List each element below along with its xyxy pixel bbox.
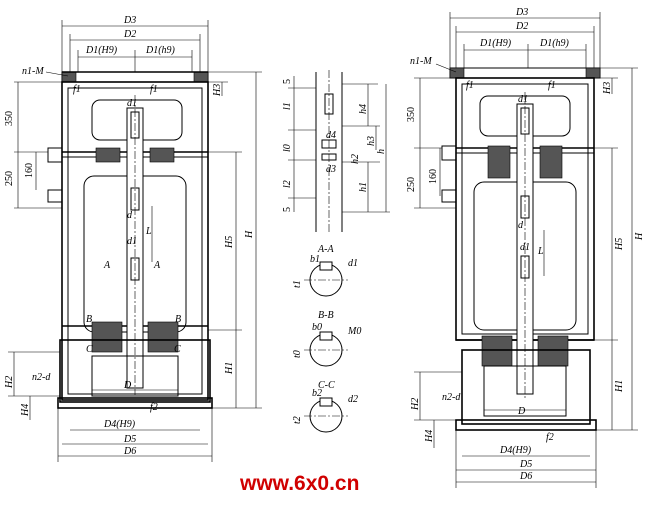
left-d3-label: D3 xyxy=(123,15,136,26)
left-B-right: B xyxy=(175,314,181,325)
mid-h1: h1 xyxy=(358,182,369,192)
left-top-dimensions xyxy=(61,20,209,78)
right-view: D3 D2 D1(H9) D1(h9) n1-M f1 f1 xyxy=(406,7,645,488)
right-d3-label: D3 xyxy=(515,7,528,18)
left-160-label: 160 xyxy=(24,163,35,178)
mid-l2: l2 xyxy=(282,180,293,188)
left-d1-h9-label: D1(H9) xyxy=(85,45,118,56)
mid-d2: d2 xyxy=(348,394,358,405)
right-350-label: 350 xyxy=(406,107,417,122)
mid-l0: l0 xyxy=(282,144,293,152)
right-d1-top-label: d1 xyxy=(518,94,528,105)
left-D-label: D xyxy=(123,380,132,391)
right-d-label: d xyxy=(518,220,524,231)
mid-l1: l1 xyxy=(282,102,293,110)
left-250-label: 250 xyxy=(4,171,15,186)
left-n2-label: n2-d xyxy=(32,372,51,383)
left-d-label: d xyxy=(127,210,133,221)
left-B-left: B xyxy=(86,314,92,325)
left-C-right: C xyxy=(174,344,181,355)
left-d1-h9-shaft-label: D1(h9) xyxy=(145,45,176,56)
right-h-label: H xyxy=(634,232,645,241)
right-250-label: 250 xyxy=(406,177,417,192)
left-h4-label: H4 xyxy=(20,404,31,417)
right-L-label: L xyxy=(537,246,544,257)
watermark-text: www.6x0.cn xyxy=(239,472,359,495)
mid-h3: h3 xyxy=(366,136,377,146)
mid-b1: b1 xyxy=(310,254,320,265)
left-f2-label: f2 xyxy=(150,402,158,413)
mid-t0: t0 xyxy=(292,350,303,358)
mid-h: h xyxy=(376,149,387,154)
right-d1-mid-label: d1 xyxy=(520,242,530,253)
left-h5-label: H5 xyxy=(224,236,235,249)
right-f2-label: f2 xyxy=(546,432,554,443)
right-n1-label: n1-M xyxy=(410,56,432,67)
left-view: D3 D2 D1(H9) D1(h9) n1-M f1 f1 xyxy=(4,15,262,462)
left-h-label: H xyxy=(244,230,255,239)
left-d1-mid-label: d1 xyxy=(127,236,137,247)
mid-d4: d4 xyxy=(326,130,336,141)
mid-h2: h2 xyxy=(350,154,361,164)
right-h4-label: H4 xyxy=(424,430,435,443)
middle-view: 5 l1 l0 l2 5 h4 h3 h2 h h1 d4 d3 A-A b1 … xyxy=(282,70,390,433)
mid-5-top: 5 xyxy=(282,79,293,84)
right-d4-label: D4(H9) xyxy=(499,445,532,456)
mid-d1: d1 xyxy=(348,258,358,269)
mid-d3: d3 xyxy=(326,164,336,175)
mid-b0: b0 xyxy=(312,322,322,333)
right-d1-h9-shaft-label: D1(h9) xyxy=(539,38,570,49)
left-d5-label: D5 xyxy=(123,434,136,445)
right-d1-h9-label: D1(H9) xyxy=(479,38,512,49)
left-d6-label: D6 xyxy=(123,446,136,457)
left-h1-label: H1 xyxy=(224,362,235,375)
mid-M0: M0 xyxy=(347,326,361,337)
mid-t2: t2 xyxy=(292,416,303,424)
right-h1-label: H1 xyxy=(614,380,625,393)
right-D-label: D xyxy=(517,406,526,417)
left-f1-label-a: f1 xyxy=(73,84,81,95)
right-h5-label: H5 xyxy=(614,238,625,251)
mid-section-bb: B-B xyxy=(318,310,334,321)
right-h2-label: H2 xyxy=(410,398,421,411)
mid-5-bottom: 5 xyxy=(282,207,293,212)
left-L-label: L xyxy=(145,226,152,237)
right-d2-label: D2 xyxy=(515,21,528,32)
right-d6-label: D6 xyxy=(519,471,532,482)
mid-section-aa: A-A xyxy=(317,244,334,255)
left-d1-top-label: d1 xyxy=(127,98,137,109)
right-h3-label: H3 xyxy=(602,82,613,95)
left-f1-label-b: f1 xyxy=(150,84,158,95)
left-C-left: C xyxy=(86,344,93,355)
mid-section-cc: C-C xyxy=(318,380,335,391)
mid-h4: h4 xyxy=(358,104,369,114)
right-160-label: 160 xyxy=(428,169,439,184)
right-f1-label-b: f1 xyxy=(548,80,556,91)
right-f1-label-a: f1 xyxy=(466,80,474,91)
right-d5-label: D5 xyxy=(519,459,532,470)
mid-t1: t1 xyxy=(292,280,303,288)
left-n1-label: n1-M xyxy=(22,66,44,77)
left-d2-label: D2 xyxy=(123,29,136,40)
right-n2-label: n2-d xyxy=(442,392,461,403)
left-A-left: A xyxy=(103,260,111,271)
left-h3-label: H3 xyxy=(212,84,223,97)
mid-b2: b2 xyxy=(312,388,322,399)
left-A-right: A xyxy=(153,260,161,271)
left-h2-label: H2 xyxy=(4,376,15,389)
left-350-label: 350 xyxy=(4,111,15,126)
left-d4-label: D4(H9) xyxy=(103,419,136,430)
